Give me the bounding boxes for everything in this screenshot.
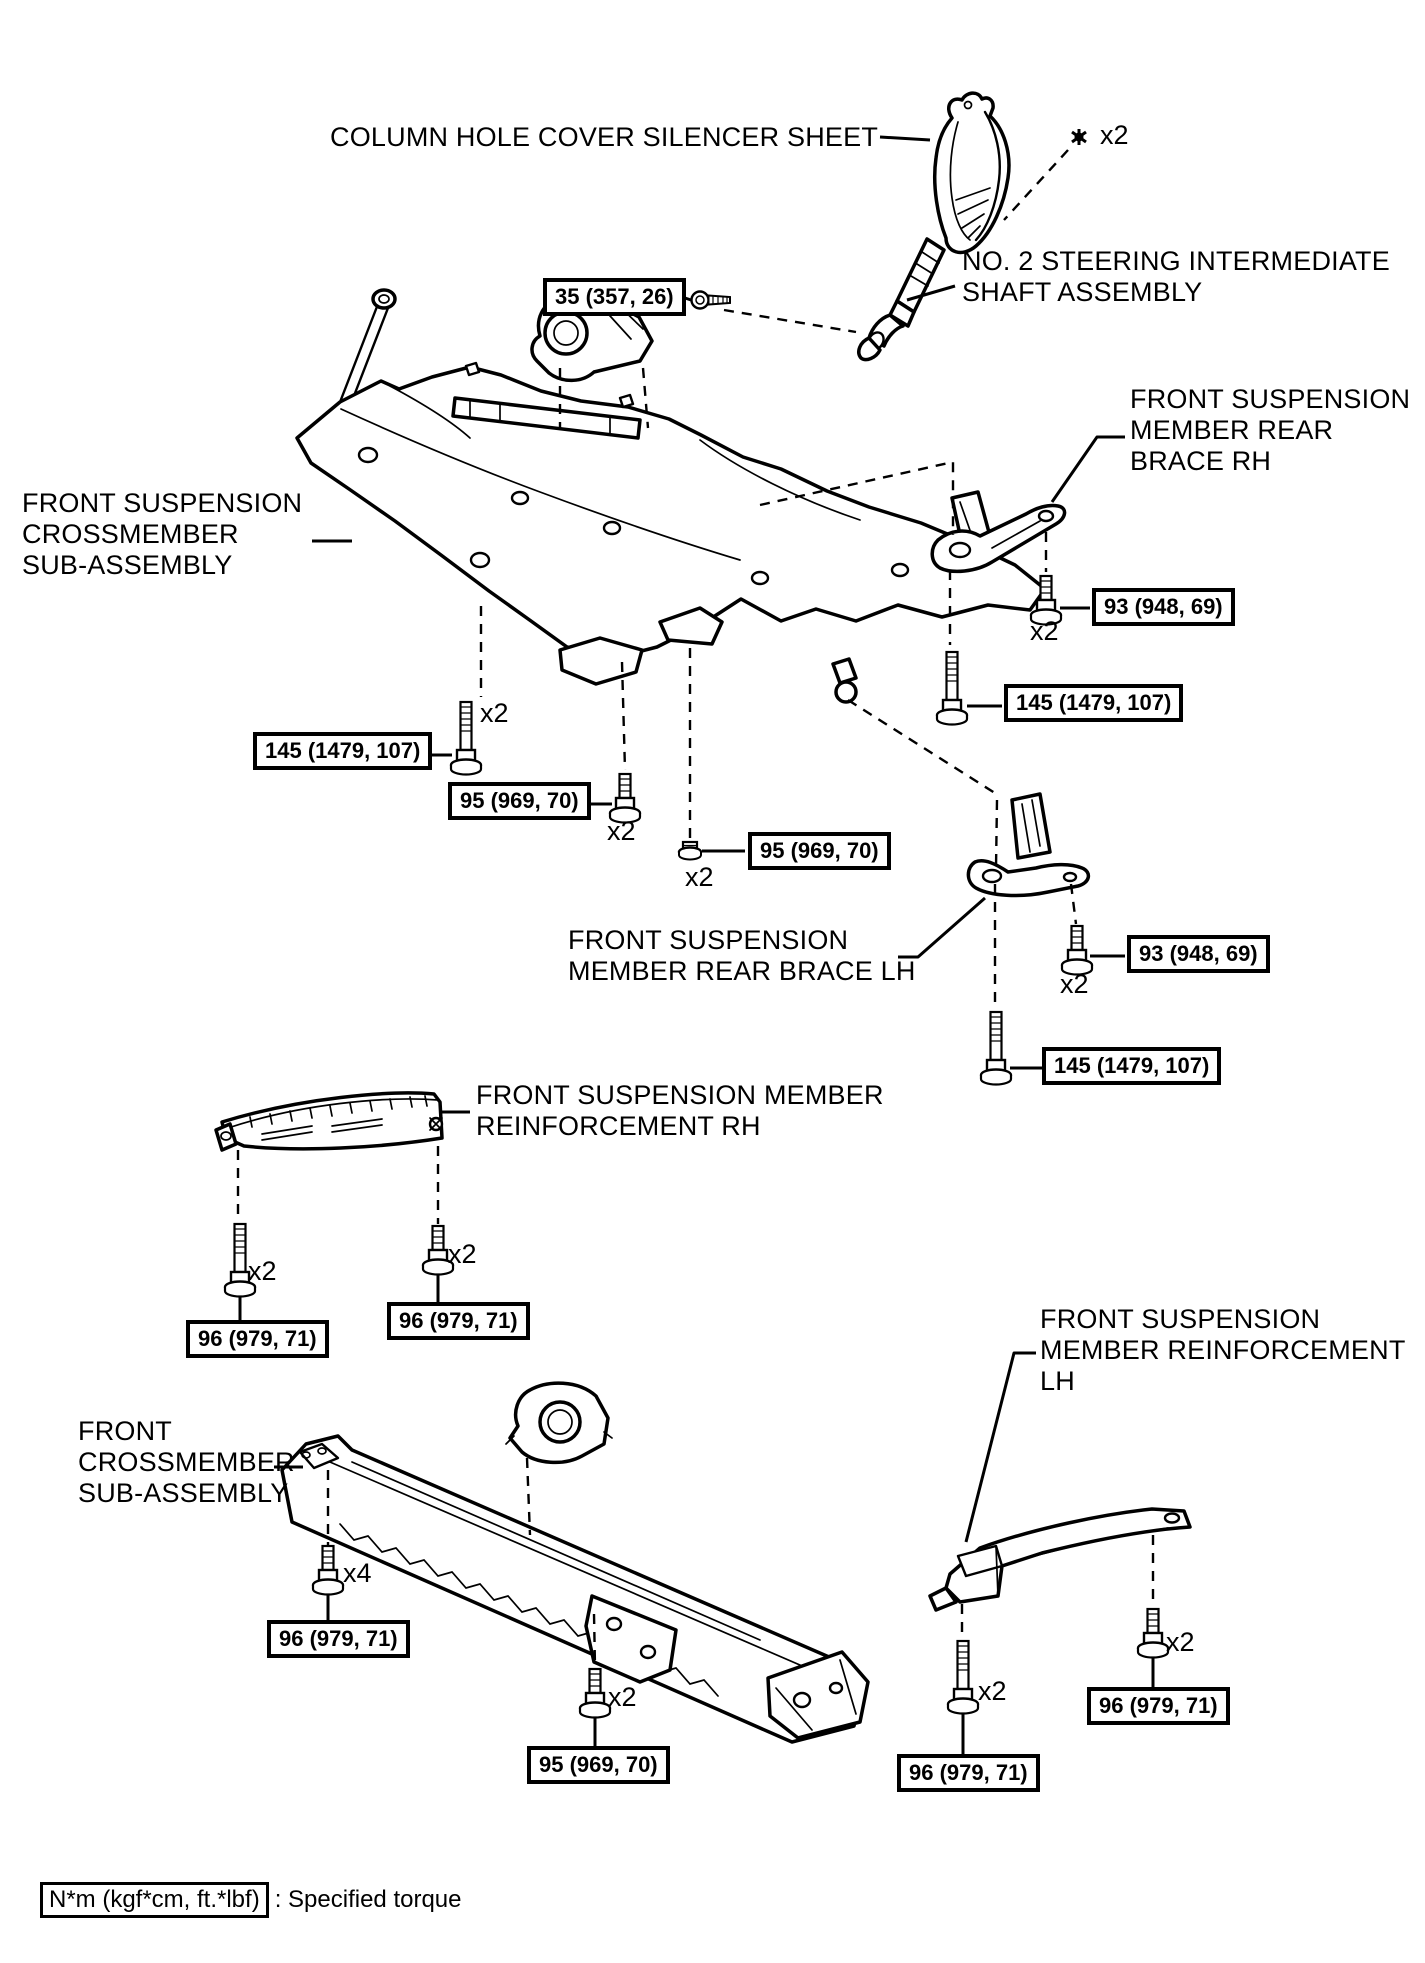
flange-bolt-icon [311,1544,345,1596]
label-line: FRONT SUSPENSION [568,925,849,955]
leader-lines [238,135,1155,1754]
label-line: FRONT SUSPENSION [1130,384,1411,414]
multiplier-rear-brace-lh-bolt: x2 [1060,969,1089,999]
label-reinforcement-rh: FRONT SUSPENSION MEMBER REINFORCEMENT RH [476,1080,884,1142]
label-line: MEMBER REAR BRACE LH [568,956,916,986]
torque-box-crossmember-center-bolt: 95 (969, 70) [448,782,591,820]
column-hole-cover-silencer-sheet-drawing [932,91,1011,255]
torque-box-rear-brace-rh-bolt: 93 (948, 69) [1092,588,1235,626]
torque-box-crossmember-nut: 95 (969, 70) [748,832,891,870]
multiplier-reinforcement-lh-left-bolt: x2 [978,1676,1007,1706]
multiplier-reinforcement-rh-left-bolt: x2 [248,1256,277,1286]
front-suspension-crossmember-drawing [295,288,1047,704]
flange-bolt-icon [946,1639,980,1715]
multiplier-crossmember-center-bolt: x2 [607,816,636,846]
flange-bolt-icon [979,1010,1013,1086]
label-rear-brace-rh: FRONT SUSPENSION MEMBER REAR BRACE RH [1130,384,1410,477]
torque-box-front-crossmember-bolt: 96 (979, 71) [267,1620,410,1658]
label-line: SUB-ASSEMBLY [22,550,233,580]
legend-torque-units: N*m (kgf*cm, ft.*lbf) [40,1882,269,1918]
label-line: MEMBER REAR [1130,415,1334,445]
rear-brace-rh-drawing [930,490,1067,574]
label-line: COLUMN HOLE COVER SILENCER SHEET [330,122,879,152]
flange-bolt-icon [449,700,483,776]
label-line: NO. 2 STEERING INTERMEDIATE [962,246,1390,276]
flange-bolt-icon [1136,1607,1170,1659]
label-column-hole-cover-silencer-sheet: COLUMN HOLE COVER SILENCER SHEET [330,122,878,153]
label-line: CROSSMEMBER [22,519,239,549]
torque-box-rear-brace-rh-long-bolt: 145 (1479, 107) [1004,684,1184,722]
front-crossmember-drawing [280,1434,870,1744]
label-line: LH [1040,1366,1075,1396]
multiplier-crossmember-front-bolt: x2 [480,698,509,728]
label-line: FRONT SUSPENSION MEMBER [476,1080,884,1110]
multiplier-reinforcement-rh-right-bolt: x2 [448,1239,477,1269]
torque-box-rear-brace-lh-bolt: 93 (948, 69) [1127,935,1270,973]
label-steering-intermediate-shaft: NO. 2 STEERING INTERMEDIATE SHAFT ASSEMB… [962,246,1390,308]
torque-box-rear-brace-lh-long-bolt: 145 (1479, 107) [1042,1047,1222,1085]
torque-box-reinforcement-lh-right-bolt: 96 (979, 71) [1087,1687,1230,1725]
label-rear-brace-lh: FRONT SUSPENSION MEMBER REAR BRACE LH [568,925,916,987]
torque-box-reinforcement-rh-right-bolt: 96 (979, 71) [387,1302,530,1340]
steering-intermediate-shaft-drawing [857,237,946,362]
reinforcement-lh-drawing [928,1507,1192,1612]
label-reinforcement-lh: FRONT SUSPENSION MEMBER REINFORCEMENT LH [1040,1304,1406,1397]
label-line: FRONT SUSPENSION [1040,1304,1321,1334]
torque-box-crossmember-front-bolt: 145 (1479, 107) [253,732,433,770]
torque-legend: N*m (kgf*cm, ft.*lbf) : Specified torque [40,1882,462,1918]
label-front-crossmember: FRONT CROSSMEMBER SUB-ASSEMBLY [78,1416,295,1509]
multiplier-front-crossmember-lower-bolt: x2 [608,1682,637,1712]
multiplier-crossmember-nut: x2 [685,862,714,892]
label-line: REINFORCEMENT RH [476,1111,761,1141]
label-line: MEMBER REINFORCEMENT [1040,1335,1406,1365]
multiplier-front-crossmember-bolt: x4 [343,1558,372,1588]
reinforcement-rh-drawing [214,1091,444,1152]
flange-bolt-icon [1060,924,1094,976]
multiplier-reinforcement-lh-right-bolt: x2 [1166,1627,1195,1657]
label-line: BRACE RH [1130,446,1272,476]
screw-icon [690,290,732,310]
torque-box-reinforcement-rh-left-bolt: 96 (979, 71) [186,1320,329,1358]
torque-box-intermediate-shaft-bolt: 35 (357, 26) [543,278,686,316]
label-line: SUB-ASSEMBLY [78,1478,289,1508]
legend-description: : Specified torque [274,1886,462,1913]
label-line: FRONT [78,1416,172,1446]
rear-brace-lh-drawing [966,792,1091,898]
multiplier-clip: x2 [1100,120,1129,150]
torque-box-front-crossmember-lower-bolt: 95 (969, 70) [527,1746,670,1784]
engine-mount-bottom-drawing [505,1381,613,1465]
flange-bolt-icon [935,650,969,726]
label-front-suspension-crossmember: FRONT SUSPENSION CROSSMEMBER SUB-ASSEMBL… [22,488,302,581]
torque-box-reinforcement-lh-left-bolt: 96 (979, 71) [897,1754,1040,1792]
label-line: SHAFT ASSEMBLY [962,277,1203,307]
multiplier-rear-brace-rh-bolt: x2 [1030,616,1059,646]
flange-nut-icon [677,840,703,861]
dashed-alignment-lines [236,149,1155,1667]
label-line: CROSSMEMBER [78,1447,295,1477]
label-line: FRONT SUSPENSION [22,488,303,518]
clip-icon [1070,127,1088,147]
flange-bolt-icon [578,1667,612,1719]
